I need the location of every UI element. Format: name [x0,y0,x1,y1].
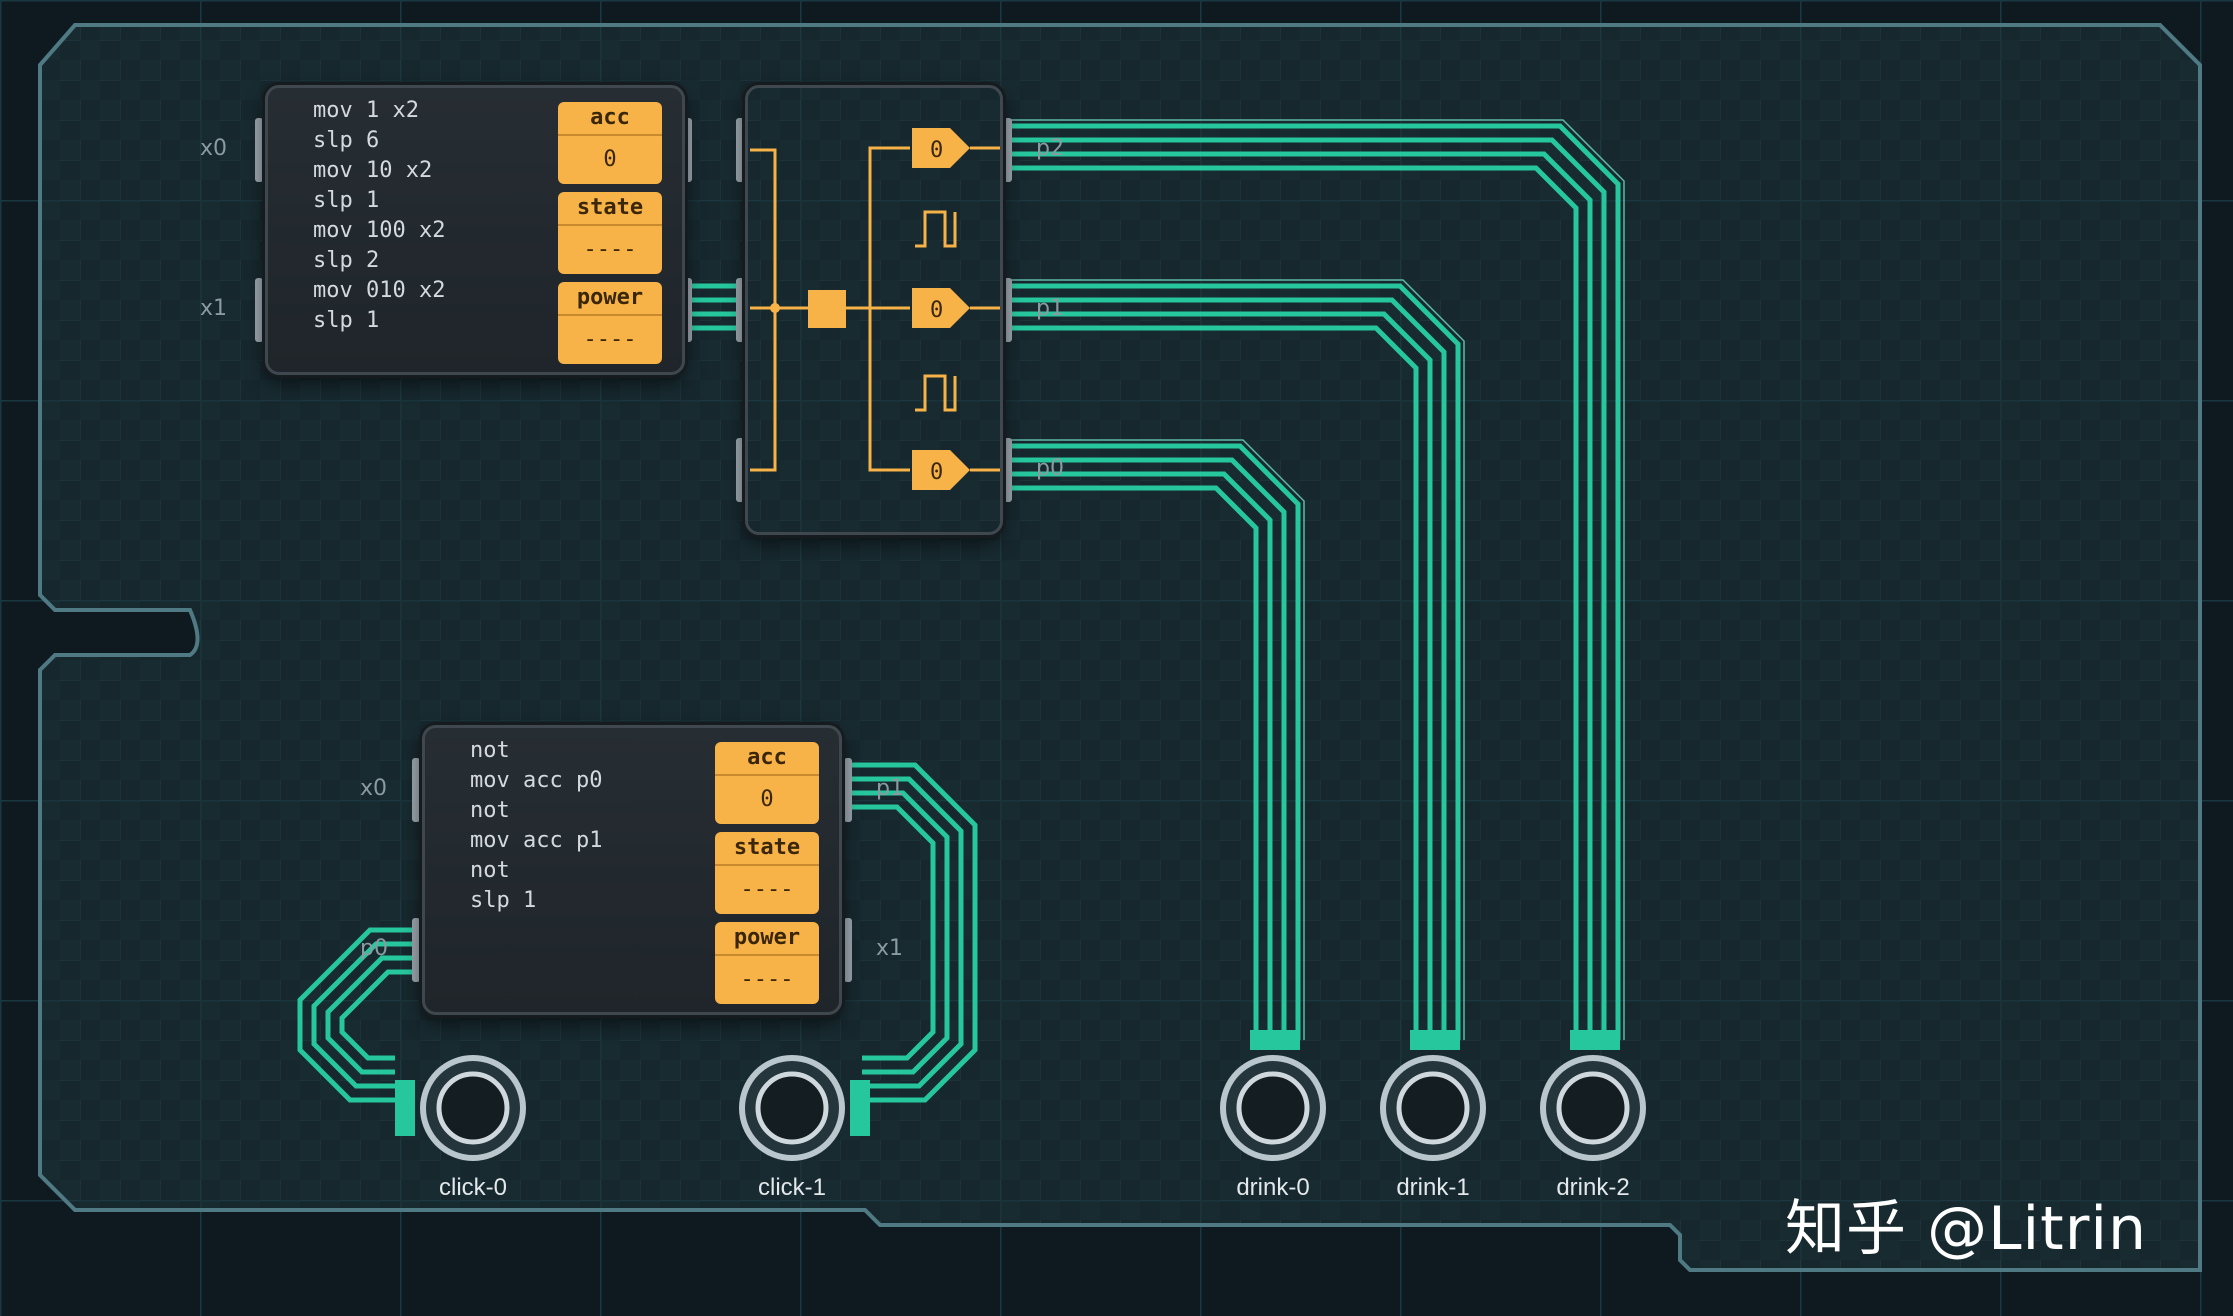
pin-label-p1: p1 [1036,296,1064,321]
gate-p2-value: 0 [930,138,943,163]
pin-label-bottom-x1: x1 [876,936,904,961]
mc-bottom-code[interactable]: not mov acc p0 not mov acc p1 not slp 1 [470,738,603,913]
gate-p1-value: 0 [930,298,943,323]
pin-label-top-x0: x0 [200,136,228,161]
microcontroller-bottom[interactable]: not mov acc p0 not mov acc p1 not slp 1 … [422,725,842,1015]
click-1-button[interactable] [739,1055,845,1161]
register-value: ---- [715,866,819,914]
register-label: state [715,832,819,866]
device-shapes [395,1030,1646,1161]
register-value: ---- [558,226,662,274]
register-power: power ---- [715,922,819,1004]
register-state: state ---- [558,192,662,274]
mc-top-code[interactable]: mov 1 x2 slp 6 mov 10 x2 slp 1 mov 100 x… [313,98,446,333]
decoder-chip[interactable] [745,85,1003,535]
register-power: power ---- [558,282,662,364]
pin-label-bottom-x0: x0 [360,776,388,801]
pin-label-bottom-p0: p0 [360,936,388,961]
register-value: ---- [558,316,662,364]
pin-label-p0: p0 [1036,456,1064,481]
register-label: power [558,282,662,316]
register-label: acc [715,742,819,776]
pin-label-top-x1: x1 [200,296,228,321]
register-value: 0 [558,136,662,184]
register-label: state [558,192,662,226]
pin-label-p2: p2 [1036,136,1064,161]
pin-label-bottom-p1: p1 [876,776,904,801]
device-label-drink-1: drink-1 [1396,1174,1470,1201]
device-label-click-1: click-1 [757,1174,826,1201]
register-value: 0 [715,776,819,824]
watermark: 知乎 @Litrin [1785,1194,2148,1264]
register-value: ---- [715,956,819,1004]
click-0-button[interactable] [420,1055,526,1161]
device-label-drink-2: drink-2 [1556,1174,1630,1201]
register-state: state ---- [715,832,819,914]
device-label-drink-0: drink-0 [1236,1174,1310,1201]
mc-bottom-registers: acc 0 state ---- power ---- [715,742,819,1012]
register-acc: acc 0 [715,742,819,824]
microcontroller-top[interactable]: mov 1 x2 slp 6 mov 10 x2 slp 1 mov 100 x… [265,85,685,375]
register-label: power [715,922,819,956]
gate-p0-value: 0 [930,460,943,485]
register-label: acc [558,102,662,136]
device-label-click-0: click-0 [438,1174,507,1201]
register-acc: acc 0 [558,102,662,184]
mc-top-registers: acc 0 state ---- power ---- [558,102,662,372]
